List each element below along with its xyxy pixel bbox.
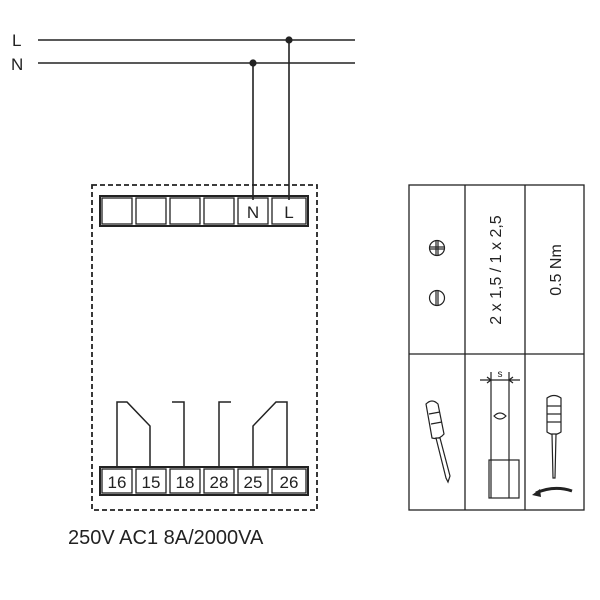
spec-table-frame (408, 184, 585, 511)
top-terminal-3 (169, 197, 201, 225)
bottom-terminal-18 (169, 468, 201, 494)
terminal-label-26: 26 (280, 473, 299, 492)
contact-2-path (252, 401, 288, 467)
bottom-terminal-16 (101, 468, 133, 494)
torque-screwdriver-icon (546, 394, 562, 479)
junction-dot-l (285, 36, 293, 44)
supply-lines (38, 39, 355, 200)
rating-label: 250V AC1 8A/2000VA (68, 527, 264, 549)
line-n-label: N (11, 55, 23, 74)
top-terminal-4 (203, 197, 235, 225)
bottom-terminal-28 (203, 468, 235, 494)
phillips-screw-icon (428, 239, 446, 257)
contact-1-stub (172, 401, 185, 467)
line-l-label: L (12, 31, 21, 50)
top-terminal-5 (237, 197, 269, 225)
contact-2-stub (218, 401, 231, 467)
terminal-label-16: 16 (108, 473, 127, 492)
top-terminal-frame (99, 195, 309, 227)
top-terminal-2 (135, 197, 167, 225)
screwdriver-icon (425, 400, 451, 484)
terminal-label-25: 25 (244, 473, 263, 492)
relay-contacts (116, 401, 288, 467)
terminal-label-28: 28 (210, 473, 229, 492)
torque-arrowhead-icon (532, 489, 541, 497)
bottom-terminal-25 (237, 468, 269, 494)
spec-table (408, 184, 585, 511)
bottom-terminal-block: 16 15 18 28 25 26 (99, 466, 309, 496)
terminal-label-18: 18 (176, 473, 195, 492)
top-terminal-1 (101, 197, 133, 225)
junction-dot-n (249, 59, 257, 67)
terminal-l-label: L (284, 203, 293, 222)
device-housing-outline (91, 184, 318, 511)
contact-1-path (116, 401, 151, 467)
torque-spec: 0.5 Nm (548, 244, 565, 296)
bottom-terminal-26 (271, 468, 307, 494)
top-terminal-6 (271, 197, 307, 225)
bottom-terminal-15 (135, 468, 167, 494)
blade-width-icon (480, 372, 520, 499)
torque-arrow-icon (535, 486, 573, 495)
blade-width-label: s (498, 369, 503, 380)
terminal-n-label: N (247, 203, 259, 222)
top-terminal-block: N L (99, 195, 309, 227)
slotted-screw-icon (428, 289, 446, 307)
wire-section-spec: 2 x 1,5 / 1 x 2,5 (488, 215, 505, 325)
terminal-label-15: 15 (142, 473, 161, 492)
bottom-terminal-frame (99, 466, 309, 496)
